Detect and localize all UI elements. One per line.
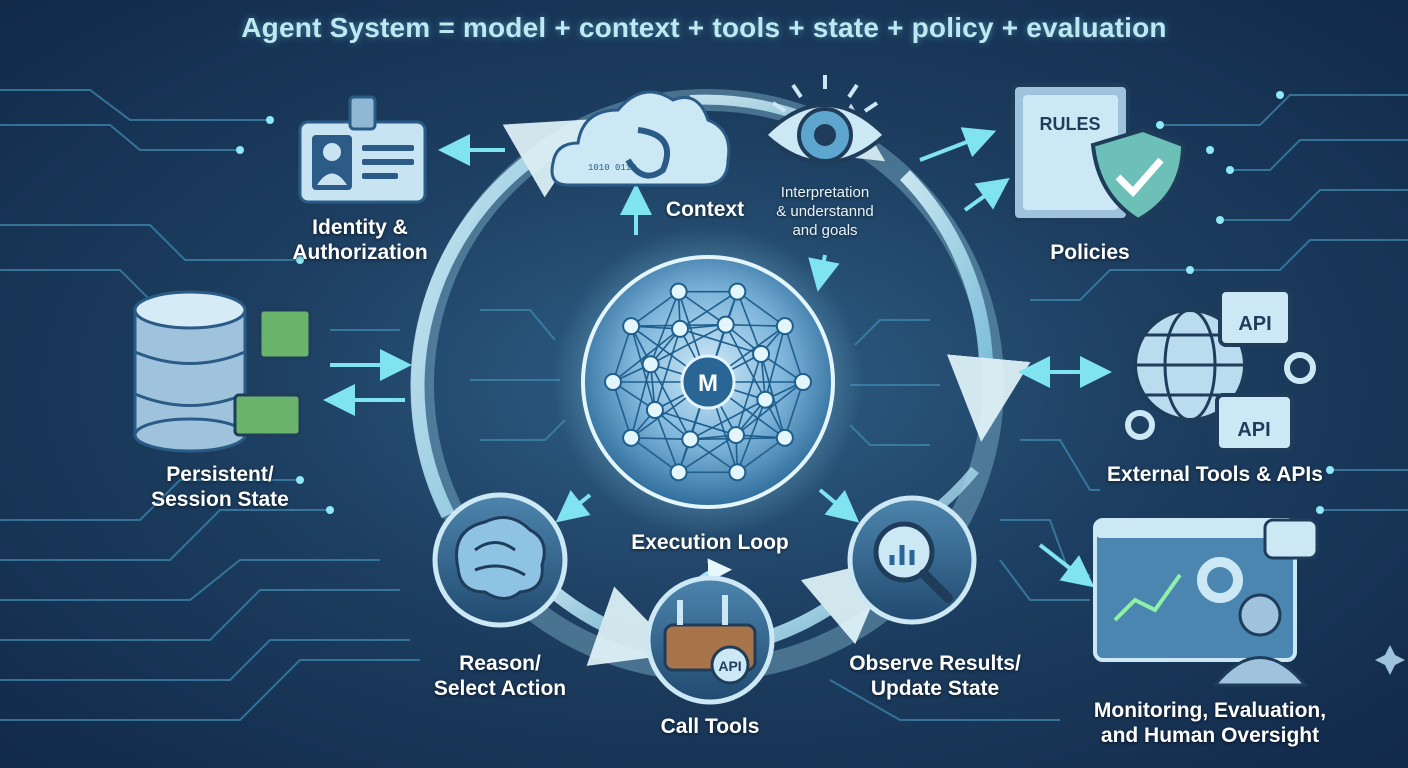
network-edge xyxy=(735,353,762,436)
page-title: Agent System = model + context + tools +… xyxy=(241,12,1167,43)
database-icon xyxy=(133,290,312,453)
eye-icon xyxy=(762,75,888,165)
state-label: Persistent/ Session State xyxy=(151,463,289,511)
network-node xyxy=(622,428,641,447)
policies-label: Policies xyxy=(1050,241,1130,264)
svg-text:1010 0110: 1010 0110 xyxy=(588,163,637,173)
network-node xyxy=(622,317,641,336)
network-edge xyxy=(630,291,680,327)
network-edge xyxy=(631,437,691,441)
network-edge xyxy=(736,437,786,473)
network-node xyxy=(681,430,700,449)
rules-text: RULES xyxy=(1039,114,1100,134)
network-node xyxy=(728,282,747,301)
rulebook-shield-icon: RULES xyxy=(1011,83,1186,223)
network-node xyxy=(645,400,664,419)
reason-label: Reason/ Select Action xyxy=(433,652,567,700)
call-tools-label: Call Tools xyxy=(660,715,760,738)
network-edge xyxy=(736,399,767,473)
network-node xyxy=(671,319,690,338)
model-core xyxy=(680,354,736,410)
network-edge xyxy=(649,291,680,365)
network-edge xyxy=(764,325,786,400)
toolbelt-icon: API xyxy=(645,575,775,705)
network-edge xyxy=(678,434,737,474)
circuit-traces xyxy=(0,89,1408,721)
magnifier-chart-icon xyxy=(847,495,977,625)
network-edge xyxy=(736,291,762,355)
network-edge xyxy=(725,323,785,327)
monitoring-label: Monitoring, Evaluation, and Human Oversi… xyxy=(1093,699,1327,747)
brain-icon xyxy=(432,492,568,628)
network-node xyxy=(716,315,735,334)
network-node xyxy=(775,317,794,336)
interpretation-label: Interpretation & understannd and goals xyxy=(776,184,874,239)
network-edge xyxy=(630,437,680,473)
model-sphere: M xyxy=(553,227,863,537)
network-edge xyxy=(612,325,632,383)
network-node xyxy=(669,282,688,301)
connector-arrows xyxy=(323,127,1112,588)
sparkle-icon xyxy=(1375,645,1405,675)
network-node xyxy=(641,355,660,374)
network-node xyxy=(728,463,747,482)
api-bottom-text: API xyxy=(1237,419,1270,441)
model-letter: M xyxy=(698,370,718,397)
network-edge xyxy=(654,409,680,473)
context-label: Context xyxy=(665,198,745,221)
network-node xyxy=(775,428,794,447)
globe-api-icon: API API xyxy=(1125,288,1316,452)
network-edge xyxy=(784,325,804,383)
network-node xyxy=(669,463,688,482)
network-node xyxy=(756,390,775,409)
network-edge xyxy=(612,381,632,439)
network-edge xyxy=(689,438,738,474)
id-badge-icon xyxy=(298,95,427,204)
external-tools-label: External Tools & APIs xyxy=(1107,463,1323,486)
dashboard-person-icon xyxy=(1093,518,1319,687)
network-edge xyxy=(678,290,727,326)
network-edge xyxy=(784,381,804,439)
network-node xyxy=(752,345,771,364)
circuit-nodes xyxy=(196,91,1334,514)
cloud-data-icon: 1010 0110 xyxy=(550,90,731,187)
network-edge xyxy=(736,291,786,327)
api-top-text: API xyxy=(1238,313,1271,335)
observe-label: Observe Results/ Update State xyxy=(849,652,1021,700)
execution-loop-label: Execution Loop xyxy=(631,531,789,554)
gear-icon xyxy=(1125,410,1155,440)
gear-icon xyxy=(1284,352,1316,384)
network-node xyxy=(726,426,745,445)
network-edge xyxy=(679,290,738,330)
network-node xyxy=(794,373,812,391)
call-tools-api-text: API xyxy=(718,658,741,674)
network-node xyxy=(604,373,622,391)
identity-label: Identity & Authorization xyxy=(292,216,428,264)
